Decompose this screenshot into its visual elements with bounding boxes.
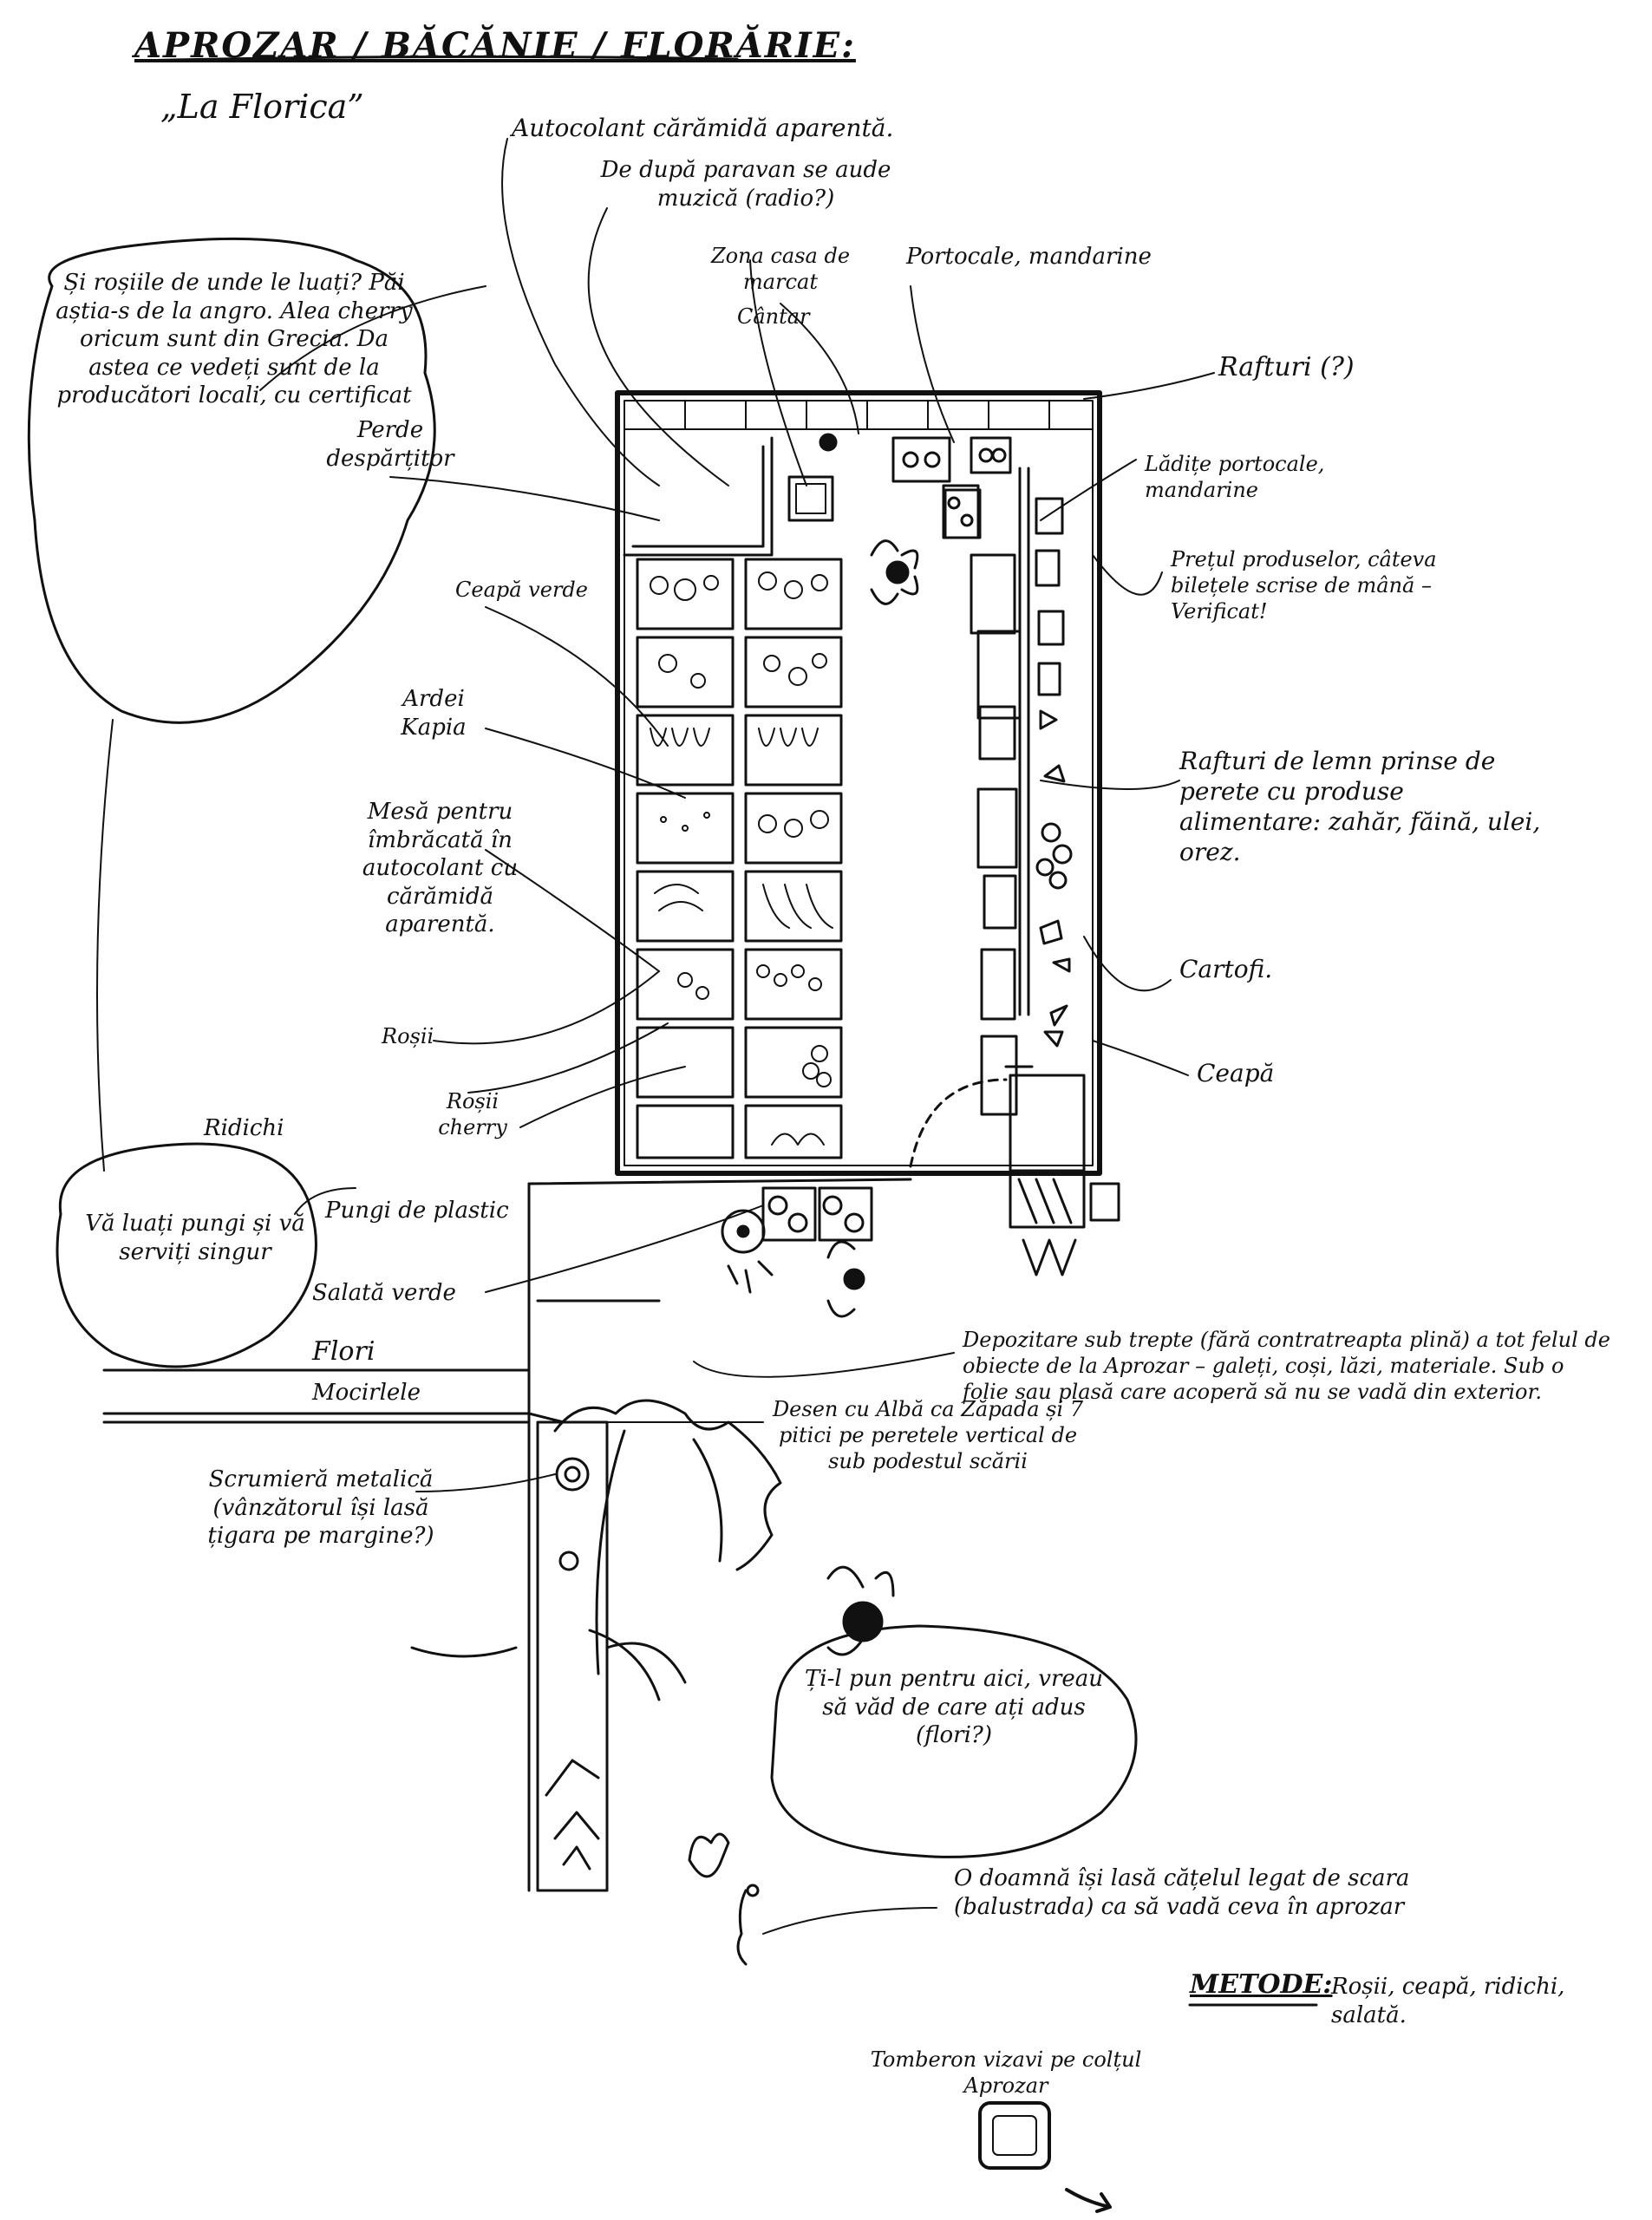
label-rafturi: Rafturi (?) — [1218, 352, 1355, 382]
label-ardei: Ardei Kapia — [401, 686, 467, 741]
label-rosii-cherry: Roșii cherry — [438, 1089, 507, 1139]
label-portocale: Portocale, mandarine — [906, 244, 1152, 270]
bubble-left-text: Și roșiile de unde le luați? Păi aștia-s… — [56, 270, 413, 408]
label-rafturi-lemn: Rafturi de lemn prinse de perete cu prod… — [1179, 747, 1541, 866]
trash-bin — [978, 2101, 1112, 2213]
label-paravan: De după paravan se aude muzică (radio?) — [600, 157, 891, 212]
label-perde: Perde despărțitor — [326, 417, 454, 472]
page-title: APROZAR / BĂCĂNIE / FLORĂRIE: — [134, 25, 856, 66]
label-ceapa-verde: Ceapă verde — [455, 578, 588, 602]
produce-tables — [636, 558, 843, 1159]
bubble-bottom-text: Ți-l pun pentru aici, vreau să văd de ca… — [804, 1666, 1104, 1748]
speech-bubble-pungi — [56, 1142, 317, 1368]
right-wooden-shelves — [1018, 467, 1073, 1048]
label-ridichi: Ridichi — [204, 1115, 284, 1141]
label-doamna: O doamnă își lasă cățelul legat de scara… — [954, 1865, 1410, 1920]
label-flori: Flori — [312, 1336, 375, 1367]
right-crates — [942, 484, 1022, 1116]
label-scrumiera: Scrumieră metalică (vânzătorul își lasă … — [207, 1466, 434, 1549]
shop-walls — [615, 390, 1102, 1176]
entrance-door — [909, 1065, 1034, 1168]
second-customer-figure — [826, 1565, 895, 1656]
dog-figure — [688, 1832, 760, 1966]
label-masa: Mesă pentru îmbrăcată în autocolant cu c… — [362, 799, 519, 937]
title-underline — [135, 55, 739, 62]
entrance-crates — [1009, 1074, 1120, 1276]
label-ladite: Lădițe portocale, mandarine — [1145, 452, 1325, 502]
cashier-zone — [623, 433, 838, 557]
plants-stair — [545, 1759, 600, 1871]
street-lines — [102, 1178, 912, 1892]
label-zona-casa: Zona casa de marcat — [710, 244, 851, 294]
speech-bubble-left — [27, 237, 436, 724]
orange-crates-top — [891, 436, 1012, 539]
label-cantar: Cântar — [737, 304, 810, 329]
label-mocitele: Mocirlele — [312, 1380, 421, 1406]
label-metode-title: METODE: — [1190, 1969, 1333, 2000]
seller-figure — [826, 1240, 865, 1318]
speech-bubble-bottom — [770, 1624, 1138, 1858]
label-salata: Salată verde — [312, 1280, 456, 1306]
fan-figure — [892, 567, 903, 578]
label-tomberon: Tomberon vizavi pe colțul Aprozar — [870, 2047, 1142, 2098]
customer-figure — [721, 1209, 774, 1294]
label-desen: Desen cu Albă ca Zăpada și 7 pitici pe p… — [772, 1397, 1084, 1473]
label-depozitare: Depozitare sub trepte (fără contratreapt… — [963, 1328, 1610, 1404]
label-metode-text: Roșii, ceapă, ridichi, salată. — [1331, 1974, 1565, 2028]
label-cartofi: Cartofi. — [1179, 955, 1273, 983]
label-autocolant: Autocolant cărămidă aparentă. — [512, 114, 894, 142]
label-pungi: Pungi de plastic — [325, 1198, 509, 1224]
label-ceapa: Ceapă — [1197, 1059, 1275, 1087]
label-rosii: Roșii — [382, 1024, 434, 1048]
entrance-produce — [761, 1186, 873, 1242]
top-shelf — [624, 400, 1094, 430]
cashier-figure — [870, 539, 919, 605]
bubble-pungi-text: Vă luați pungi și vă serviți singur — [85, 1211, 305, 1265]
label-pretul: Prețul produselor, câteva bilețele scris… — [1171, 547, 1437, 624]
tree-bush — [410, 1399, 782, 1701]
page-subtitle: „La Florica” — [160, 88, 364, 126]
leader-lines — [96, 138, 1215, 1935]
